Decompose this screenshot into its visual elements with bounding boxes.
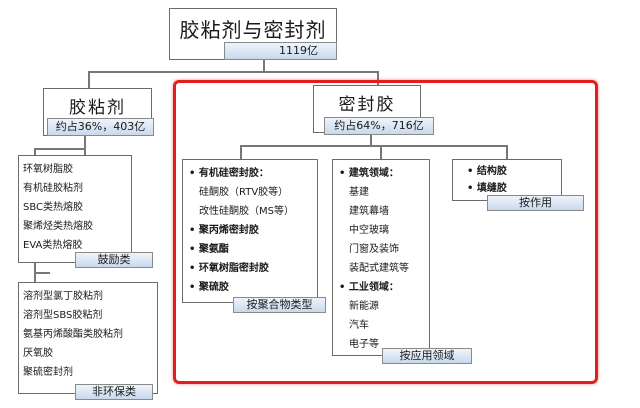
connector-line: [240, 145, 507, 147]
list-item: 聚烯烃类热熔胶: [23, 221, 93, 232]
application-list: 建筑领域： 基建 建筑幕墙 中空玻璃 门窗及装饰 装配式建筑等 工业领域： 新能…: [332, 159, 430, 356]
list-item: 聚硫胶: [189, 278, 317, 297]
list-item: 有机硅密封胶：: [189, 164, 317, 183]
connector-line: [34, 148, 84, 150]
polymer-type-label: 按聚合物类型: [233, 297, 326, 313]
connector-line: [506, 145, 508, 159]
encouraged-label: 鼓励类: [75, 252, 153, 268]
list-item: 聚丙烯密封胶: [189, 221, 317, 240]
list-item: SBC类热熔胶: [23, 202, 84, 213]
connector-line: [88, 71, 378, 73]
connector-line: [377, 71, 379, 88]
list-item: 装配式建筑等: [349, 263, 409, 274]
list-item: 有机硅胶粘剂: [23, 183, 83, 194]
function-list: 结构胶 填缝胶: [452, 159, 562, 201]
non-eco-label: 非环保类: [75, 384, 153, 400]
sealant-title: 密封胶: [338, 95, 396, 115]
connector-line: [370, 133, 372, 146]
list-item: 改性硅酮胶（MS等）: [199, 206, 294, 217]
list-item: 硅酮胶（RTV胶等）: [199, 187, 289, 198]
list-item: 中空玻璃: [349, 225, 389, 236]
list-item: 建筑领域：: [339, 164, 429, 183]
adhesive-title: 胶粘剂: [69, 98, 126, 118]
list-item: 门窗及装饰: [349, 244, 399, 255]
root-value-badge: 1119亿: [224, 42, 337, 60]
connector-line: [240, 145, 242, 159]
connector-line: [380, 145, 382, 159]
list-item: 溶剂型氯丁胶粘剂: [23, 291, 103, 302]
non-eco-list: 溶剂型氯丁胶粘剂 溶剂型SBS胶粘剂 氨基丙烯酸酯类胶粘剂 厌氧胶 聚硫密封剂: [18, 282, 158, 394]
list-item: 环氧树脂胶: [23, 164, 73, 175]
function-label: 按作用: [487, 195, 584, 211]
list-item: 工业领域：: [339, 278, 429, 297]
list-item: 建筑幕墙: [349, 206, 389, 217]
list-item: 汽车: [349, 320, 369, 331]
list-item: 厌氧胶: [23, 348, 53, 359]
connector-line: [88, 71, 90, 88]
connector-line: [34, 272, 50, 274]
list-item: 聚氨酯: [189, 240, 317, 259]
root-title: 胶粘剂与密封剂: [179, 18, 327, 42]
application-label: 按应用领域: [382, 348, 472, 364]
list-item: 溶剂型SBS胶粘剂: [23, 310, 103, 321]
list-item: 聚硫密封剂: [23, 367, 73, 378]
list-item: EVA类热熔胶: [23, 240, 83, 251]
list-item: 基建: [349, 187, 369, 198]
list-item: 环氧树脂密封胶: [189, 259, 317, 278]
list-item: 结构胶: [467, 163, 561, 180]
sealant-highlight-frame: [173, 80, 598, 384]
list-item: 电子等: [349, 339, 379, 350]
connector-line: [263, 60, 265, 72]
list-item: 填缝胶: [467, 180, 561, 197]
sealant-share-badge: 约占64%，716亿: [324, 117, 434, 135]
list-item: 氨基丙烯酸酯类胶粘剂: [23, 329, 123, 340]
polymer-type-list: 有机硅密封胶： 硅酮胶（RTV胶等） 改性硅酮胶（MS等） 聚丙烯密封胶 聚氨酯…: [182, 159, 318, 303]
adhesive-share-badge: 约占36%，403亿: [47, 118, 154, 136]
connector-line: [84, 136, 86, 155]
encouraged-list: 环氧树脂胶 有机硅胶粘剂 SBC类热熔胶 聚烯烃类热熔胶 EVA类热熔胶: [18, 155, 132, 263]
list-item: 新能源: [349, 301, 379, 312]
